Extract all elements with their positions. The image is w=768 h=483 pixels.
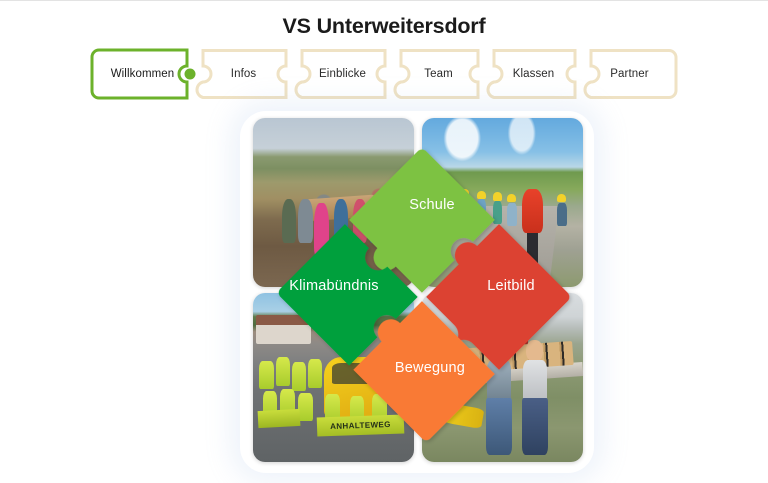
yellow-cap-icon bbox=[507, 194, 517, 203]
nav-tab-infos[interactable]: Infos bbox=[194, 49, 294, 99]
nav-tab-label: Klassen bbox=[512, 68, 555, 80]
yellow-cap-icon bbox=[557, 194, 567, 203]
hi-vis-vest bbox=[259, 360, 274, 390]
tab-shape bbox=[195, 49, 287, 99]
hi-vis-vest bbox=[291, 362, 307, 391]
nav-tab-willkommen[interactable]: Willkommen bbox=[90, 48, 195, 100]
child-figure bbox=[385, 199, 400, 244]
secondary-sign bbox=[257, 408, 301, 428]
yellow-cap-icon bbox=[492, 192, 502, 201]
child-legs bbox=[521, 397, 548, 456]
tab-shape-active bbox=[90, 48, 195, 100]
child-figure bbox=[368, 199, 384, 244]
child-figure bbox=[492, 200, 503, 225]
tab-shape bbox=[486, 49, 576, 99]
child-figure bbox=[507, 202, 517, 227]
hi-vis-vest bbox=[307, 358, 323, 388]
main-navigation: Willkommen Infos Einblicke Team Klassen bbox=[0, 48, 768, 100]
child-figure bbox=[333, 199, 348, 244]
anhalteweg-sign-text: ANHALTEWEG bbox=[330, 420, 392, 432]
adult-red-jacket bbox=[521, 188, 543, 233]
nav-tab-partner[interactable]: Partner bbox=[582, 49, 678, 99]
yellow-cap-icon bbox=[476, 190, 486, 200]
child-legs bbox=[486, 397, 513, 456]
house-building bbox=[256, 314, 311, 344]
yellow-cap-icon bbox=[444, 190, 454, 200]
photo-grid: ANHALTEWEG bbox=[253, 118, 583, 462]
child-figure bbox=[460, 197, 471, 222]
child-figure bbox=[298, 199, 313, 244]
puzzle-composition: ANHALTEWEG bbox=[234, 105, 600, 479]
photo-top-left bbox=[253, 118, 414, 287]
adult-legs bbox=[526, 229, 538, 271]
hi-vis-vest bbox=[275, 357, 291, 386]
nav-tab-label: Infos bbox=[230, 68, 257, 80]
tab-shape bbox=[393, 49, 479, 99]
photo-top-right bbox=[422, 118, 583, 287]
tab-shape bbox=[583, 49, 677, 99]
nav-tab-klassen[interactable]: Klassen bbox=[485, 49, 583, 99]
child-figure bbox=[557, 202, 567, 227]
child-figure bbox=[314, 202, 329, 257]
nav-tab-label: Team bbox=[424, 68, 453, 80]
yellow-cap-icon bbox=[460, 188, 470, 198]
photo-bottom-left: ANHALTEWEG bbox=[253, 293, 414, 462]
nav-tab-einblicke[interactable]: Einblicke bbox=[293, 49, 393, 99]
yellow-slide bbox=[433, 400, 485, 429]
child-figure bbox=[476, 199, 487, 223]
nav-tab-label: Partner bbox=[610, 68, 649, 80]
photo-bottom-right bbox=[422, 293, 583, 462]
nav-tab-team[interactable]: Team bbox=[392, 49, 486, 99]
tab-shape bbox=[294, 49, 386, 99]
nav-tab-label: Willkommen bbox=[110, 68, 175, 80]
page-title: VS Unterweitersdorf bbox=[282, 14, 486, 38]
child-figure bbox=[281, 199, 297, 244]
nav-tab-label: Einblicke bbox=[319, 68, 366, 80]
child-figure bbox=[444, 199, 455, 223]
anhalteweg-sign: ANHALTEWEG bbox=[317, 414, 405, 437]
hi-vis-vest bbox=[298, 392, 313, 422]
child-figure bbox=[352, 199, 368, 244]
